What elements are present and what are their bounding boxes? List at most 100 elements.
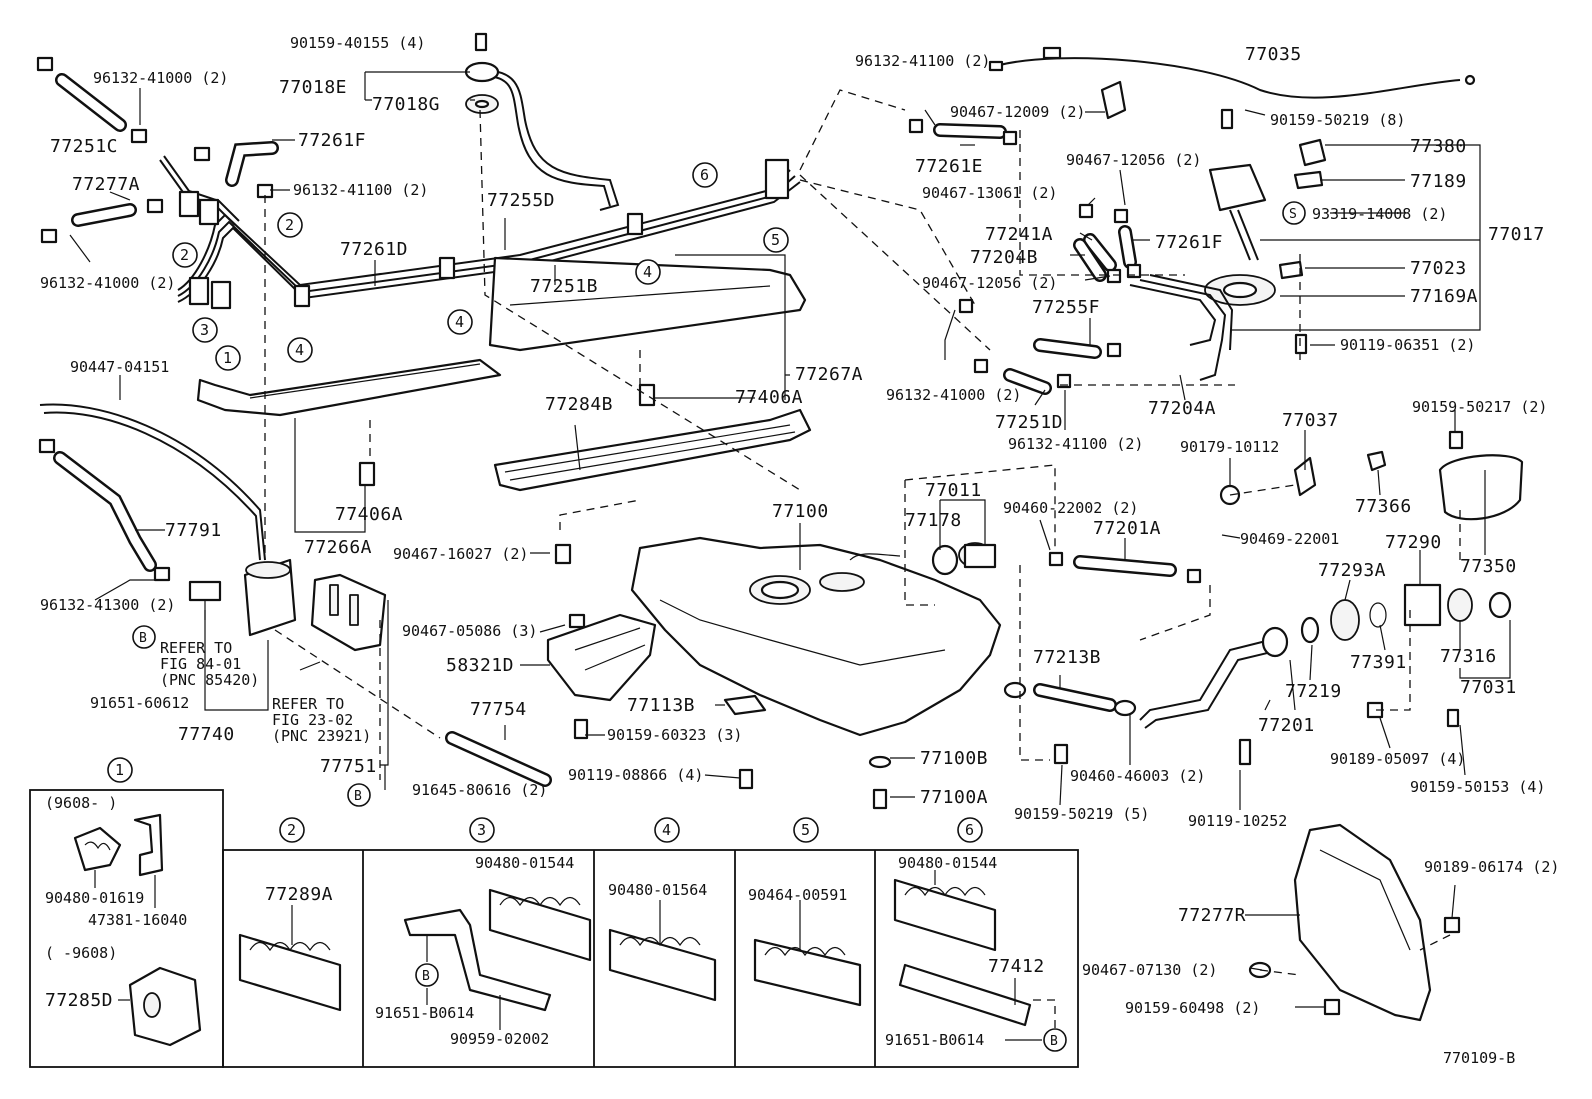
label-90467-12009[interactable]: 90467-12009 (2) <box>950 103 1085 121</box>
label-90189-06174[interactable]: 90189-06174 (2) <box>1424 858 1559 876</box>
label-77017[interactable]: 77017 <box>1488 224 1545 245</box>
label-90159-50219-5[interactable]: 90159-50219 (5) <box>1014 805 1149 823</box>
label-77011[interactable]: 77011 <box>925 480 982 501</box>
label-91645-80616[interactable]: 91645-80616 (2) <box>412 781 547 799</box>
label-77316[interactable]: 77316 <box>1440 646 1497 667</box>
label-77791[interactable]: 77791 <box>165 520 222 541</box>
label-77267A[interactable]: 77267A <box>795 364 863 385</box>
label-77277A[interactable]: 77277A <box>72 174 140 195</box>
label-90467-12056-a[interactable]: 90467-12056 (2) <box>1066 151 1201 169</box>
label-77277R[interactable]: 77277R <box>1178 905 1246 926</box>
label-90119-06351[interactable]: 90119-06351 (2) <box>1340 336 1475 354</box>
label-77261E[interactable]: 77261E <box>915 156 983 177</box>
label-90159-50153[interactable]: 90159-50153 (4) <box>1410 778 1545 796</box>
label-77113B[interactable]: 77113B <box>627 695 695 716</box>
label-90480-01544-inset6[interactable]: 90480-01544 <box>898 854 997 872</box>
label-96132-41000-b[interactable]: 96132-41000 (2) <box>40 274 175 292</box>
label-90464-00591[interactable]: 90464-00591 <box>748 886 847 904</box>
label-77285D[interactable]: 77285D <box>45 990 113 1011</box>
label-77241A[interactable]: 77241A <box>985 224 1053 245</box>
label-77290[interactable]: 77290 <box>1385 532 1442 553</box>
label-77406A-b[interactable]: 77406A <box>335 504 403 525</box>
label-77391[interactable]: 77391 <box>1350 652 1407 673</box>
label-90467-05086[interactable]: 90467-05086 (3) <box>402 622 537 640</box>
label-90460-22002[interactable]: 90460-22002 (2) <box>1003 499 1138 517</box>
label-90467-16027[interactable]: 90467-16027 (2) <box>393 545 528 563</box>
label-77169A[interactable]: 77169A <box>1410 286 1478 307</box>
label-90189-05097[interactable]: 90189-05097 (4) <box>1330 750 1465 768</box>
label-96132-41000-a[interactable]: 96132-41000 (2) <box>93 69 228 87</box>
label-91651-60612[interactable]: 91651-60612 <box>90 694 189 712</box>
label-90119-10252[interactable]: 90119-10252 <box>1188 812 1287 830</box>
inset-labels: (9608- ) ( -9608) 90480-01619 47381-1604… <box>45 794 1045 1049</box>
label-93319-14008[interactable]: 93319-14008 (2) <box>1312 205 1447 223</box>
label-90460-46003[interactable]: 90460-46003 (2) <box>1070 767 1205 785</box>
label-77023[interactable]: 77023 <box>1410 258 1467 279</box>
label-90480-01564[interactable]: 90480-01564 <box>608 881 707 899</box>
label-77100A[interactable]: 77100A <box>920 787 988 808</box>
label-90480-01544-inset3[interactable]: 90480-01544 <box>475 854 574 872</box>
label-77018E[interactable]: 77018E <box>279 77 347 98</box>
label-90480-01619[interactable]: 90480-01619 <box>45 889 144 907</box>
label-77289A[interactable]: 77289A <box>265 884 333 905</box>
label-90159-60323[interactable]: 90159-60323 (3) <box>607 726 742 744</box>
label-90159-50219-8[interactable]: 90159-50219 (8) <box>1270 111 1405 129</box>
label-58321D[interactable]: 58321D <box>446 655 514 676</box>
label-77366[interactable]: 77366 <box>1355 496 1412 517</box>
label-77251D[interactable]: 77251D <box>995 412 1063 433</box>
label-77266A[interactable]: 77266A <box>304 537 372 558</box>
label-90959-02002[interactable]: 90959-02002 <box>450 1030 549 1048</box>
label-96132-41300[interactable]: 96132-41300 (2) <box>40 596 175 614</box>
label-90447-04151[interactable]: 90447-04151 <box>70 358 169 376</box>
label-77261F-a[interactable]: 77261F <box>298 130 366 151</box>
label-77284B[interactable]: 77284B <box>545 394 613 415</box>
label-77380[interactable]: 77380 <box>1410 136 1467 157</box>
label-90467-07130[interactable]: 90467-07130 (2) <box>1082 961 1217 979</box>
label-77204B[interactable]: 77204B <box>970 247 1038 268</box>
label-96132-41000-c[interactable]: 96132-41000 (2) <box>886 386 1021 404</box>
label-77201A[interactable]: 77201A <box>1093 518 1161 539</box>
label-77751[interactable]: 77751 <box>320 756 377 777</box>
label-96132-41100-a[interactable]: 96132-41100 (2) <box>293 181 428 199</box>
label-77255D[interactable]: 77255D <box>487 190 555 211</box>
label-77251C[interactable]: 77251C <box>50 136 118 157</box>
label-77754[interactable]: 77754 <box>470 699 527 720</box>
leader-lines <box>69 71 1511 1008</box>
label-90159-40155[interactable]: 90159-40155 (4) <box>290 34 425 52</box>
label-77100[interactable]: 77100 <box>772 501 829 522</box>
label-77293A[interactable]: 77293A <box>1318 560 1386 581</box>
label-96132-41100-b[interactable]: 96132-41100 (2) <box>855 52 990 70</box>
label-77740[interactable]: 77740 <box>178 724 235 745</box>
label-77350[interactable]: 77350 <box>1460 556 1517 577</box>
label-77201[interactable]: 77201 <box>1258 715 1315 736</box>
label-77035[interactable]: 77035 <box>1245 44 1302 65</box>
hose-77791 <box>38 403 266 582</box>
label-91651-B0614-inset6[interactable]: 91651-B0614 <box>885 1031 984 1049</box>
label-90159-60498[interactable]: 90159-60498 (2) <box>1125 999 1260 1017</box>
label-77031[interactable]: 77031 <box>1460 677 1517 698</box>
label-77178[interactable]: 77178 <box>905 510 962 531</box>
label-77219[interactable]: 77219 <box>1285 681 1342 702</box>
label-77261F-b[interactable]: 77261F <box>1155 232 1223 253</box>
label-77251B[interactable]: 77251B <box>530 276 598 297</box>
label-77204A[interactable]: 77204A <box>1148 398 1216 419</box>
label-90119-08866[interactable]: 90119-08866 (4) <box>568 766 703 784</box>
label-90179-10112[interactable]: 90179-10112 <box>1180 438 1279 456</box>
label-90159-50217[interactable]: 90159-50217 (2) <box>1412 398 1547 416</box>
label-77213B[interactable]: 77213B <box>1033 647 1101 668</box>
label-77255F[interactable]: 77255F <box>1032 297 1100 318</box>
label-77100B[interactable]: 77100B <box>920 748 988 769</box>
label-77406A-a[interactable]: 77406A <box>735 387 803 408</box>
label-77018G[interactable]: 77018G <box>372 94 440 115</box>
label-77412[interactable]: 77412 <box>988 956 1045 977</box>
fuel-tank-77100 <box>630 536 1002 737</box>
label-47381-16040[interactable]: 47381-16040 <box>88 911 187 929</box>
label-77189[interactable]: 77189 <box>1410 171 1467 192</box>
label-91651-B0614-inset3[interactable]: 91651-B0614 <box>375 1004 474 1022</box>
label-90469-22001[interactable]: 90469-22001 <box>1240 530 1339 548</box>
label-96132-41100-c[interactable]: 96132-41100 (2) <box>1008 435 1143 453</box>
label-77037[interactable]: 77037 <box>1282 410 1339 431</box>
label-90467-12056-b[interactable]: 90467-12056 (2) <box>922 274 1057 292</box>
label-90467-13061[interactable]: 90467-13061 (2) <box>922 184 1057 202</box>
label-77261D[interactable]: 77261D <box>340 239 408 260</box>
